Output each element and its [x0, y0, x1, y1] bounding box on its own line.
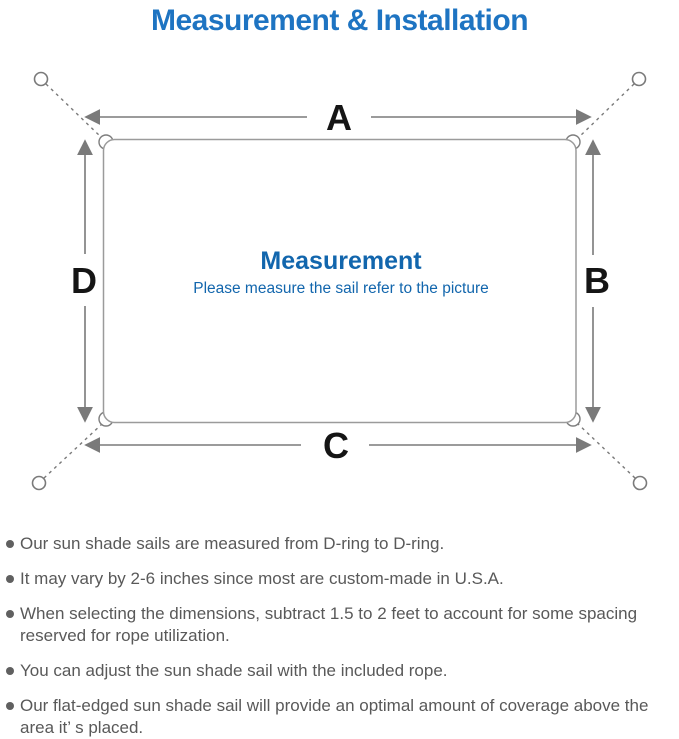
anchor-ring-bottom-left-icon — [31, 475, 47, 491]
rope-line-top-left — [45, 83, 103, 139]
list-item: It may vary by 2-6 inches since most are… — [6, 568, 673, 590]
note-text: It may vary by 2-6 inches since most are… — [20, 569, 504, 588]
bullet-icon — [6, 575, 14, 583]
note-text: When selecting the dimensions, subtract … — [20, 604, 638, 645]
dimension-label-c: C — [323, 425, 349, 466]
list-item: Our sun shade sails are measured from D-… — [6, 533, 673, 555]
note-text: You can adjust the sun shade sail with t… — [20, 661, 448, 680]
rope-line-top-right — [577, 83, 635, 139]
anchor-ring-top-left-icon — [33, 71, 49, 87]
bullet-icon — [6, 702, 14, 710]
bullet-icon — [6, 540, 14, 548]
rope-line-bottom-left — [43, 423, 103, 479]
note-text: Our flat-edged sun shade sail will provi… — [20, 696, 649, 737]
measurement-diagram: A B C D Measurement Please measure the s… — [31, 71, 648, 491]
notes-list: Our sun shade sails are measured from D-… — [6, 533, 673, 739]
note-text: Our sun shade sails are measured from D-… — [20, 534, 445, 553]
list-item: When selecting the dimensions, subtract … — [6, 603, 673, 647]
measurement-caption-subtitle: Please measure the sail refer to the pic… — [193, 280, 489, 297]
rope-line-bottom-right — [577, 423, 636, 479]
list-item: You can adjust the sun shade sail with t… — [6, 660, 673, 682]
page-title: Measurement & Installation — [150, 4, 529, 37]
dimension-label-b: B — [584, 260, 610, 301]
dimension-label-a: A — [326, 97, 352, 138]
bullet-icon — [6, 667, 14, 675]
dimension-label-d: D — [71, 260, 97, 301]
measurement-caption-title: Measurement — [260, 247, 422, 275]
anchor-ring-top-right-icon — [631, 71, 647, 87]
list-item: Our flat-edged sun shade sail will provi… — [6, 695, 673, 739]
bullet-icon — [6, 610, 14, 618]
sail-outline — [102, 138, 577, 424]
anchor-ring-bottom-right-icon — [632, 475, 648, 491]
